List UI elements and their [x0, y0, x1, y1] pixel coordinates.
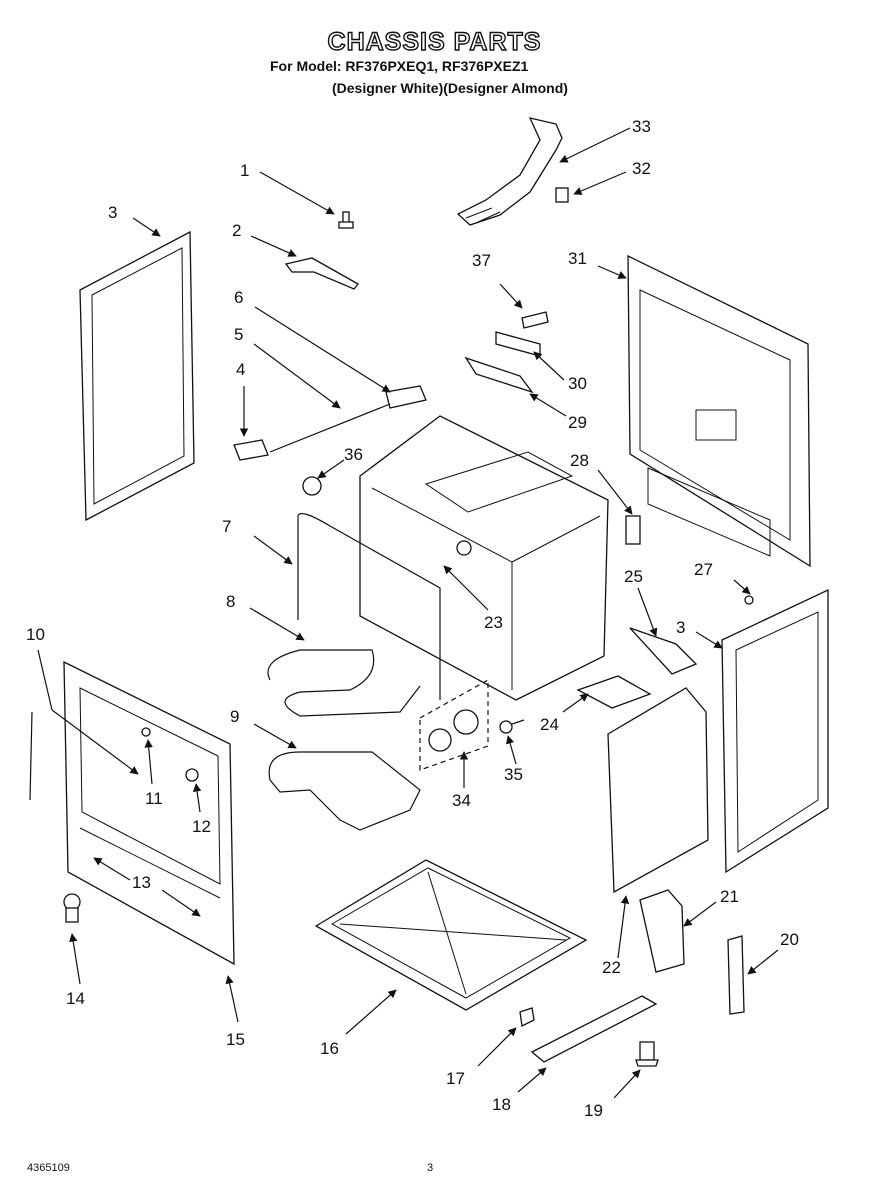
callout-37: 37	[472, 251, 491, 270]
callout-27: 27	[694, 560, 713, 579]
callout-15: 15	[226, 1030, 245, 1049]
callout-28: 28	[570, 451, 589, 470]
callout-24: 24	[540, 715, 559, 734]
callout-12: 12	[192, 817, 211, 836]
bake-element	[268, 751, 421, 831]
screw-part	[338, 211, 354, 229]
broiler-pan	[314, 859, 588, 1011]
color-line: (Designer White)(Designer Almond)	[332, 80, 568, 96]
leveling-leg-part	[63, 893, 81, 923]
callout-2: 2	[232, 221, 241, 240]
drawer-rail-part	[530, 995, 658, 1063]
callout-9: 9	[230, 707, 239, 726]
terminal-block-part	[495, 331, 541, 357]
callout-14: 14	[66, 989, 85, 1008]
callout-31: 31	[568, 249, 587, 268]
door-gasket	[29, 711, 33, 801]
callout-3-left: 3	[108, 203, 117, 222]
callout-34: 34	[452, 791, 471, 810]
callout-23: 23	[484, 613, 503, 632]
heat-shield-part	[607, 687, 709, 894]
callout-10: 10	[26, 625, 45, 644]
grommet-part	[302, 476, 322, 496]
callout-21: 21	[720, 887, 739, 906]
leveling-screw-part	[499, 719, 525, 734]
callout-30: 30	[568, 374, 587, 393]
door-pin-part	[141, 727, 151, 737]
callout-20: 20	[780, 930, 799, 949]
callout-25: 25	[624, 567, 643, 586]
leader-lines	[37, 127, 779, 1099]
callout-5: 5	[234, 325, 243, 344]
ignitor-group	[419, 678, 489, 771]
callout-4: 4	[236, 360, 245, 379]
vent-bracket-part	[625, 515, 641, 545]
model-line: For Model: RF376PXEQ1, RF376PXEZ1	[270, 58, 529, 74]
valve-assembly	[233, 385, 427, 461]
right-side-panel	[721, 588, 829, 874]
callout-18: 18	[492, 1095, 511, 1114]
callout-33: 33	[632, 117, 651, 136]
callout-1: 1	[240, 161, 249, 180]
broil-element	[267, 649, 421, 717]
page-number: 3	[427, 1162, 434, 1174]
callout-6: 6	[234, 288, 243, 307]
callout-22: 22	[602, 958, 621, 977]
doc-number: 4365109	[27, 1162, 70, 1174]
channel-part	[464, 356, 534, 394]
callout-7: 7	[222, 517, 231, 536]
oven-cavity	[359, 415, 609, 701]
callout-3-right: 3	[676, 618, 685, 637]
clip-part	[555, 187, 569, 203]
callout-32: 32	[632, 159, 651, 178]
callout-13: 13	[132, 873, 151, 892]
corner-bracket-part	[629, 627, 698, 675]
leveling-foot-part	[635, 1041, 659, 1067]
callout-36: 36	[344, 445, 363, 464]
callout-8: 8	[226, 592, 235, 611]
bake-element-wire	[297, 513, 441, 700]
oven-door-frame	[63, 660, 235, 966]
callout-17: 17	[446, 1069, 465, 1088]
callout-29: 29	[568, 413, 587, 432]
screw-small-part	[744, 595, 754, 605]
vent-duct-part	[456, 117, 563, 226]
spring-clip-part	[521, 311, 549, 329]
callout-11: 11	[145, 789, 163, 808]
callout-19: 19	[584, 1101, 603, 1120]
back-panel	[627, 254, 811, 568]
anti-tip-bracket-part	[639, 889, 685, 973]
callout-35: 35	[504, 765, 523, 784]
left-side-panel	[79, 230, 195, 522]
page-title: CHASSIS PARTS	[327, 27, 542, 56]
drawer-clip-part	[519, 1007, 535, 1027]
door-bumper-part	[185, 768, 199, 782]
mounting-strip-part	[727, 935, 745, 1015]
callout-16: 16	[320, 1039, 339, 1058]
mounting-plate-part	[576, 675, 652, 709]
bracket-part	[284, 257, 359, 290]
